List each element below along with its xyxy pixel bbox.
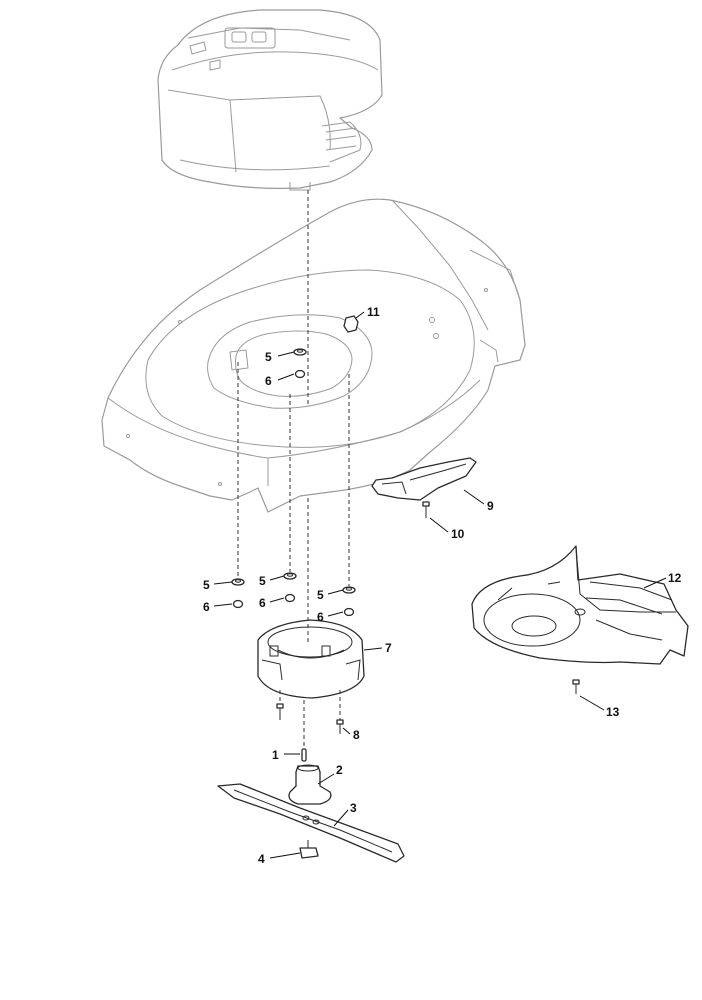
assembly-lines [237, 190, 350, 749]
screw-10 [422, 501, 430, 518]
callout-3: 3 [350, 801, 357, 815]
clip-11 [343, 315, 359, 333]
screws-8 [276, 703, 344, 734]
callout-leaders [213, 311, 667, 859]
blade-adapter [288, 764, 332, 805]
callout-1: 1 [272, 748, 279, 762]
callout-7: 7 [385, 641, 392, 655]
mower-deck [101, 198, 526, 513]
grass-guard [471, 545, 689, 665]
callout-6-left: 6 [203, 600, 210, 614]
pin-1 [301, 748, 307, 762]
callout-10: 10 [451, 527, 465, 541]
blade [217, 783, 405, 863]
callout-5-left: 5 [203, 578, 210, 592]
callout-6-deck: 6 [265, 374, 272, 388]
callout-5-middle: 5 [259, 574, 266, 588]
motor-mount [257, 619, 365, 699]
callout-5-deck: 5 [265, 350, 272, 364]
callout-11: 11 [367, 305, 380, 319]
blade-bolt [299, 840, 319, 859]
callout-6-right: 6 [317, 610, 324, 624]
motor-housing [157, 9, 383, 191]
deflector-plate [371, 457, 477, 501]
screw-13 [572, 679, 580, 694]
lower-fasteners [231, 572, 356, 617]
callout-5-right: 5 [317, 588, 324, 602]
callout-4: 4 [258, 852, 265, 866]
callout-6-middle: 6 [259, 596, 266, 610]
callout-labels: 1 2 3 4 5 6 5 6 5 6 5 6 7 8 9 10 11 12 1… [203, 305, 682, 866]
callout-13: 13 [606, 705, 620, 719]
callout-8: 8 [353, 728, 360, 742]
callout-2: 2 [336, 763, 343, 777]
callout-9: 9 [487, 499, 494, 513]
callout-12: 12 [668, 571, 682, 585]
